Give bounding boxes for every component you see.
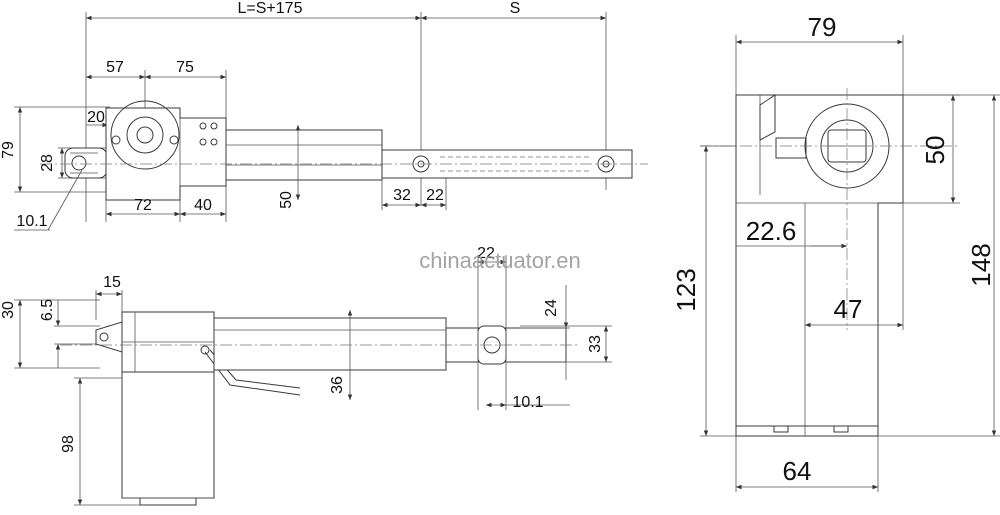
dim-22-mid: 22 <box>477 245 495 262</box>
dim-72: 72 <box>134 197 152 214</box>
dim-36: 36 <box>329 376 346 394</box>
dim-r79: 79 <box>808 12 837 42</box>
dim-22-top: 22 <box>426 187 444 204</box>
dim-50-rod: 50 <box>278 191 295 209</box>
dim-10-1-bot: 10.1 <box>512 394 543 411</box>
dim-stroke: S <box>510 0 521 17</box>
dim-75: 75 <box>176 59 194 76</box>
dim-40: 40 <box>194 197 212 214</box>
dim-r123: 123 <box>671 268 701 311</box>
dim-57: 57 <box>106 59 124 76</box>
dim-overall-length: L=S+175 <box>238 0 303 17</box>
dim-15: 15 <box>103 274 121 291</box>
dim-r22-6: 22.6 <box>746 216 797 246</box>
dim-24: 24 <box>543 299 560 317</box>
dim-32: 32 <box>393 187 411 204</box>
dim-r50: 50 <box>920 136 950 165</box>
dim-28: 28 <box>39 154 56 172</box>
dim-r64: 64 <box>783 456 812 486</box>
watermark-text: chinaactuator.en <box>419 248 580 273</box>
dim-79-left: 79 <box>0 141 17 159</box>
dim-30: 30 <box>0 301 17 319</box>
dim-33: 33 <box>587 335 604 353</box>
end-view: 79 50 22.6 123 148 47 64 <box>671 12 1000 492</box>
side-view: 15 30 6.5 22 24 33 36 10.1 98 <box>0 245 612 506</box>
dim-98: 98 <box>60 435 77 453</box>
dim-20: 20 <box>87 109 105 126</box>
dim-6-5: 6.5 <box>39 299 56 321</box>
top-view: L=S+175 S 57 75 20 79 28 10.1 72 40 50 3… <box>0 0 648 231</box>
dim-10-1-top: 10.1 <box>16 213 47 230</box>
dim-r47: 47 <box>834 294 863 324</box>
dim-r148: 148 <box>966 243 996 286</box>
